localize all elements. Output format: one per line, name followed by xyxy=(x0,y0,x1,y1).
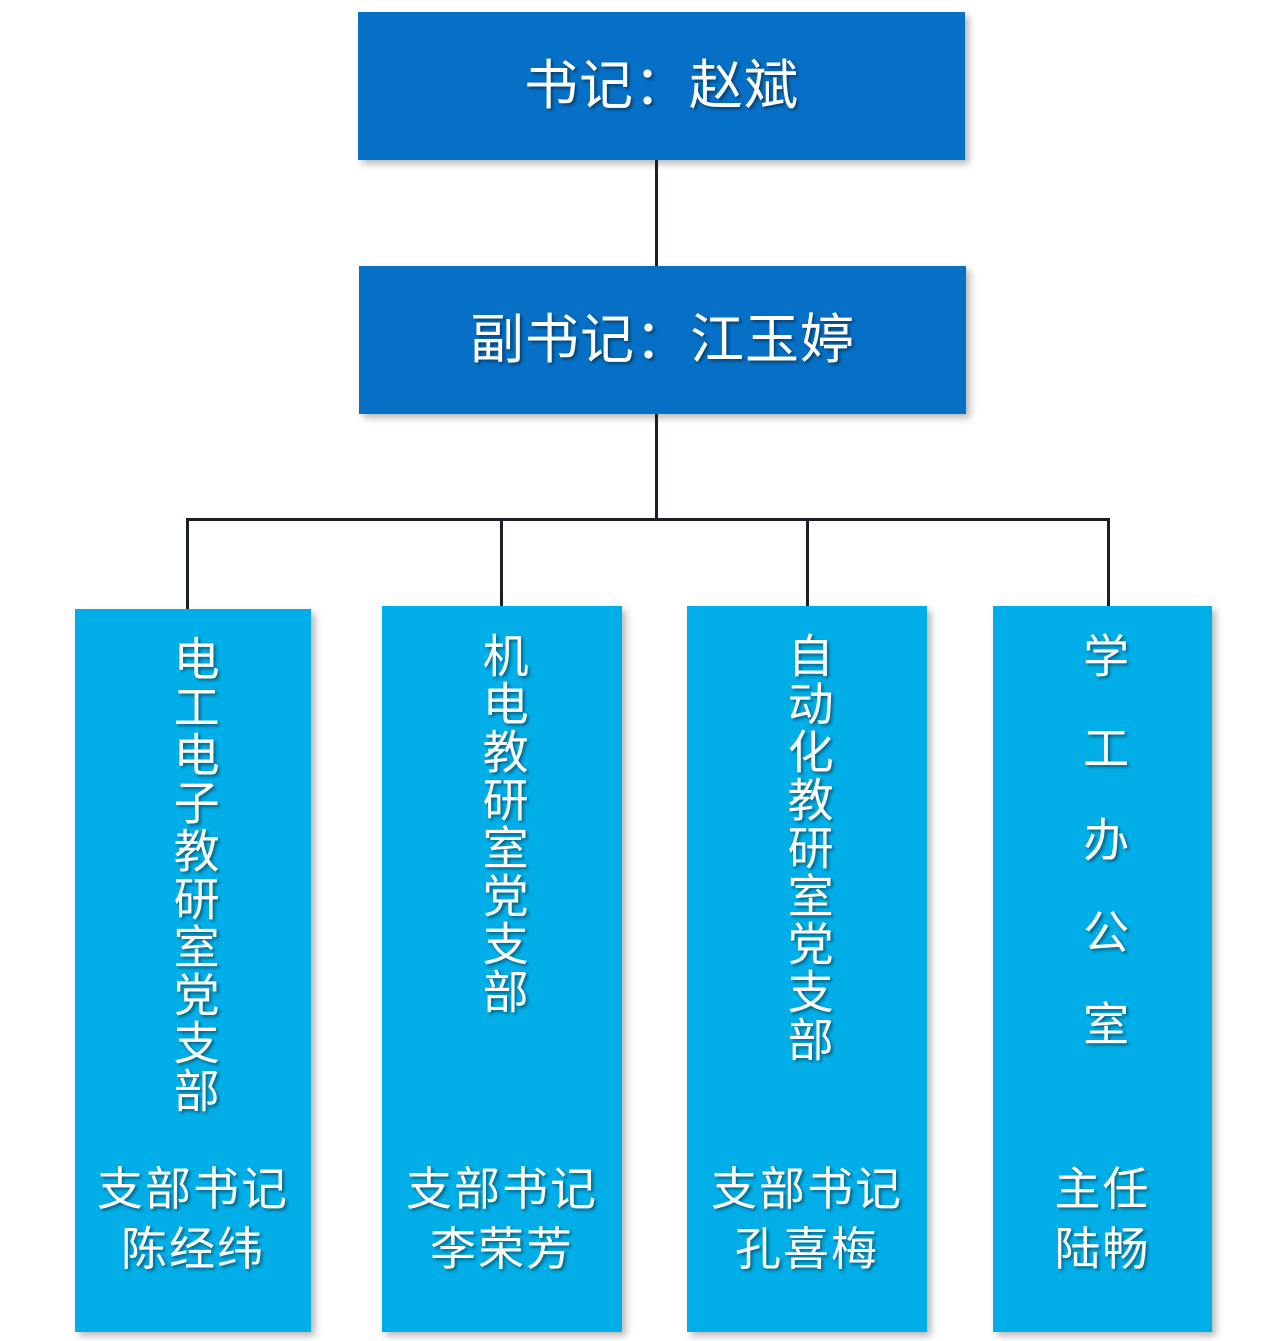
node-branch-mechatronics[interactable]: 机电教研室党支部 支部书记 李荣芳 xyxy=(382,606,622,1332)
node-branch-eee-title: 电工电子教研室党支部 xyxy=(166,635,221,1115)
node-branch-eee[interactable]: 电工电子教研室党支部 支部书记 陈经纬 xyxy=(75,609,311,1332)
node-secretary-label: 书记：赵斌 xyxy=(524,54,799,118)
node-secretary[interactable]: 书记：赵斌 xyxy=(358,12,965,160)
node-branch-mechatronics-footer: 支部书记 李荣芳 xyxy=(406,1162,598,1277)
node-deputy-secretary-label: 副书记：江玉婷 xyxy=(470,308,855,372)
connector-deputy-drop xyxy=(655,414,658,521)
connector-drop-branch-automation xyxy=(806,518,809,610)
node-student-affairs-office-title: 学工办公室 xyxy=(1076,632,1131,1092)
connector-drop-student-affairs-office xyxy=(1107,518,1110,610)
node-branch-eee-footer: 支部书记 陈经纬 xyxy=(97,1162,289,1277)
node-branch-mechatronics-title: 机电教研室党支部 xyxy=(475,632,530,1016)
connector-drop-branch-eee xyxy=(186,518,189,610)
node-student-affairs-office-footer: 主任 陆畅 xyxy=(1054,1162,1151,1277)
node-deputy-secretary[interactable]: 副书记：江玉婷 xyxy=(359,266,966,414)
node-branch-automation-footer: 支部书记 孔喜梅 xyxy=(711,1162,903,1277)
node-branch-automation[interactable]: 自动化教研室党支部 支部书记 孔喜梅 xyxy=(687,606,927,1332)
node-branch-automation-title: 自动化教研室党支部 xyxy=(780,632,835,1064)
node-student-affairs-office[interactable]: 学工办公室 主任 陆畅 xyxy=(993,606,1212,1332)
connector-drop-branch-mechatronics xyxy=(500,518,503,610)
connector-secretary-to-deputy xyxy=(655,160,658,266)
connector-horizontal-bus xyxy=(186,518,1110,521)
